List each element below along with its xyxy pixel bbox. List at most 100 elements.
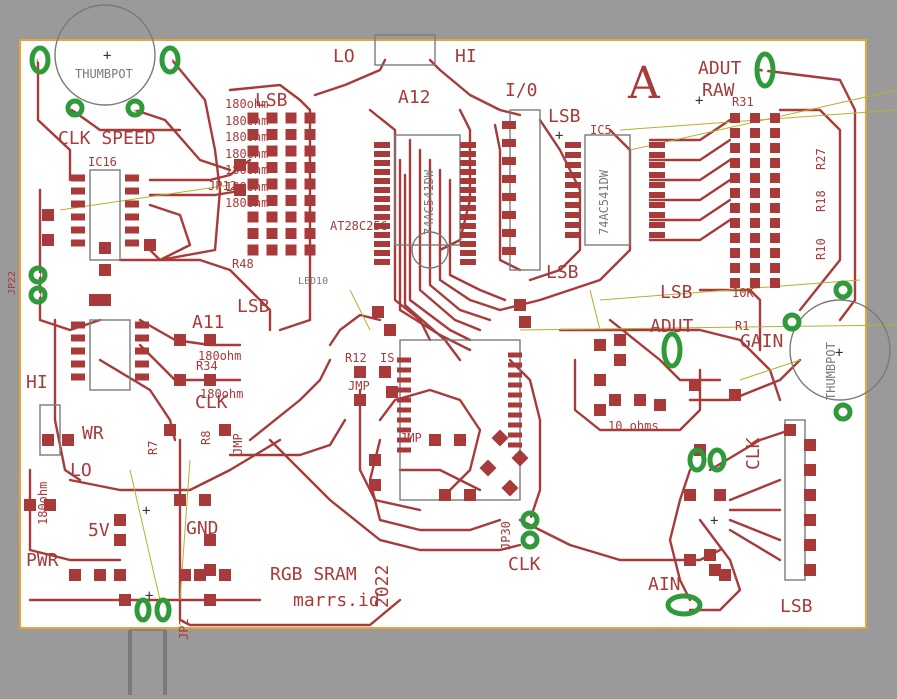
qfp-pad xyxy=(397,367,411,373)
site-label: marrs.id xyxy=(293,590,380,611)
ladder-pad xyxy=(750,233,760,243)
led-resistor-pad xyxy=(285,178,297,190)
component-pad xyxy=(42,209,54,221)
component-pad xyxy=(219,569,231,581)
led-resistor-pad xyxy=(247,228,259,239)
via-drill xyxy=(160,607,166,613)
component-pad xyxy=(729,389,741,401)
ic-pad xyxy=(135,321,149,329)
ladder-pad xyxy=(770,113,780,123)
ic-pad xyxy=(71,347,85,355)
clk-left-label: CLK xyxy=(195,392,228,413)
component-pad xyxy=(704,549,716,561)
a12-label: A12 xyxy=(398,87,431,108)
ic5-pad xyxy=(565,202,581,208)
via-drill xyxy=(167,57,173,63)
led-resistor-pad xyxy=(285,228,297,239)
thumbpot-right-label: THUMBPOT xyxy=(824,342,838,400)
component-pad xyxy=(609,394,621,406)
ic5-label: IC5 xyxy=(590,123,612,137)
led-resistor-pad xyxy=(285,145,297,157)
lsb-right-label: LSB xyxy=(660,282,693,303)
ladder-pad xyxy=(770,188,780,198)
led-resistor-pad xyxy=(285,162,297,173)
ladder-pad xyxy=(770,143,780,153)
ladder-pad xyxy=(770,128,780,138)
led-resistor-pad xyxy=(266,145,278,157)
pot-top-left-via xyxy=(29,45,51,75)
raw-label: RAW xyxy=(702,80,735,101)
ic5-pad xyxy=(565,192,581,198)
led-resistor-pad xyxy=(285,244,297,256)
ram-pad xyxy=(374,196,390,202)
component-pad xyxy=(234,159,246,171)
led-resistor-pad xyxy=(285,129,297,140)
ic5-pad xyxy=(649,142,665,148)
led-resistor-pad xyxy=(304,162,316,173)
led-resistor-pad xyxy=(304,145,316,157)
adut-mid-via xyxy=(661,331,683,369)
qfp-pad xyxy=(397,397,411,403)
jp30-via-b xyxy=(520,530,540,550)
component-pad xyxy=(99,294,111,306)
ram-pad xyxy=(460,205,476,211)
via-drill xyxy=(527,537,533,543)
resistor-value: 180ohm xyxy=(225,97,269,111)
component-pad xyxy=(439,489,451,501)
big-a-mark: A xyxy=(628,58,660,109)
component-pad xyxy=(354,394,366,406)
ladder-pad xyxy=(750,203,760,213)
pot-right-via-c xyxy=(833,402,853,422)
component-pad xyxy=(219,424,231,436)
qfp-pad xyxy=(397,377,411,383)
origin-cross-mark: + xyxy=(142,503,150,519)
component-pad xyxy=(174,374,186,386)
component-pad xyxy=(164,424,176,436)
hi-top-label: HI xyxy=(455,46,477,67)
jp2-via-a xyxy=(134,597,152,623)
resistor-value: 180ohm xyxy=(225,196,269,210)
qfp-pad xyxy=(397,447,411,453)
component-pad xyxy=(42,434,54,446)
gnd-label: GND xyxy=(186,518,219,539)
led-resistor-pad xyxy=(285,211,297,223)
ram-pad xyxy=(460,250,476,256)
ladder-pad xyxy=(750,113,760,123)
adut-top-label: ADUT xyxy=(698,58,742,79)
jp24-via-b xyxy=(707,447,727,473)
qfp-pad xyxy=(397,357,411,363)
ic16-pad xyxy=(125,187,139,195)
year-label: 2022 xyxy=(372,564,393,608)
ladder-pad xyxy=(750,188,760,198)
component-pad xyxy=(204,534,216,546)
component-pad xyxy=(94,569,106,581)
clk-speed-label: CLK SPEED xyxy=(58,128,156,149)
ic16-pad xyxy=(71,226,85,234)
led-resistor-pad xyxy=(266,195,278,206)
component-pad xyxy=(784,424,796,436)
ram-pad xyxy=(374,241,390,247)
generated-marks: +++++++ xyxy=(24,45,853,623)
ohm10-label: 10 ohms xyxy=(608,419,659,433)
component-pad xyxy=(194,569,206,581)
via-drill xyxy=(35,292,41,298)
component-pad xyxy=(689,379,701,391)
lo-left-label: LO xyxy=(70,460,92,481)
ic-pad xyxy=(71,373,85,381)
ic16-pad xyxy=(71,187,85,195)
ram-pad xyxy=(460,241,476,247)
via-drill xyxy=(669,347,675,353)
component-pad xyxy=(89,294,101,306)
ic16-pad xyxy=(71,200,85,208)
ram-pad xyxy=(460,214,476,220)
pot-top-wiper-via xyxy=(65,98,85,118)
component-pad xyxy=(179,569,191,581)
component-pad xyxy=(24,499,36,511)
qfp-pad xyxy=(508,432,522,438)
qfp-pad xyxy=(508,402,522,408)
led-resistor-pad xyxy=(266,244,278,256)
ic5-pad xyxy=(649,162,665,168)
ladder-pad xyxy=(730,218,740,228)
